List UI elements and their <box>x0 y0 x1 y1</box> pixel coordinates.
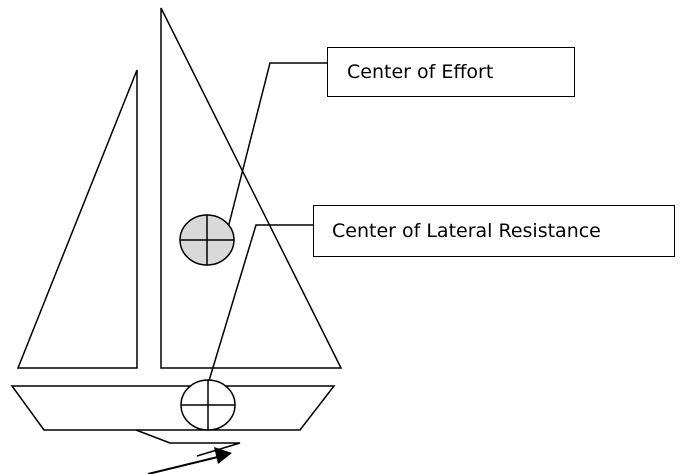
center-of-effort-label-box: Center of Effort <box>327 47 575 97</box>
center-of-lateral-resistance-label: Center of Lateral Resistance <box>332 220 601 242</box>
center-of-lateral-resistance-label-box: Center of Lateral Resistance <box>313 205 675 257</box>
center-of-effort-label: Center of Effort <box>347 61 494 83</box>
effort-leader-line <box>226 62 327 233</box>
main-sail <box>160 7 343 369</box>
resistance-leader-line <box>207 224 313 385</box>
arrow-icon <box>147 447 232 474</box>
hull <box>10 385 336 431</box>
jib-sail <box>16 69 138 369</box>
center-of-effort-marker <box>179 214 235 266</box>
center-of-lateral-resistance-marker <box>180 379 236 431</box>
